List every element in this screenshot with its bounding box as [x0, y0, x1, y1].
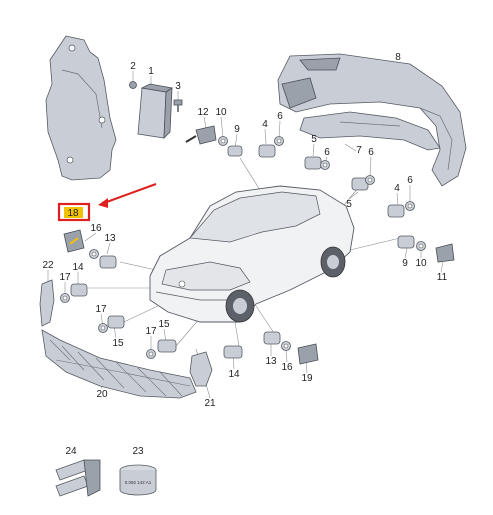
callout-18: 18: [67, 208, 79, 219]
part-bracket-19: [297, 343, 319, 365]
callout: 5: [311, 134, 317, 145]
part-screw-3: [173, 99, 183, 112]
part-highlighted-18: [63, 229, 85, 253]
part-ring-17a: [60, 293, 70, 303]
part-sensor-4b: [387, 204, 405, 218]
part-ring-6a: [274, 136, 284, 146]
part-sensor-15a: [107, 315, 125, 329]
callout: 4: [394, 183, 400, 194]
part-trim-21: [189, 351, 213, 387]
callout: 21: [204, 398, 216, 409]
part-bracket-11: [435, 243, 455, 263]
part-diffuser-7: [299, 111, 441, 151]
callout: 6: [324, 147, 330, 158]
callout: 15: [112, 338, 124, 349]
part-ring-6c: [365, 175, 375, 185]
callout: 10: [215, 107, 227, 118]
part-bracket-22: [45, 35, 117, 181]
callout: 2: [130, 61, 136, 72]
callout: 16: [90, 223, 102, 234]
callout: 15: [158, 319, 170, 330]
part-rear-bumper-8: [277, 53, 467, 187]
part-ring-17b: [98, 323, 108, 333]
callout: 19: [301, 373, 313, 384]
part-grille-20: [41, 329, 197, 399]
callout: 13: [265, 356, 277, 367]
callout: 9: [402, 258, 408, 269]
callout: 8: [395, 52, 401, 63]
part-ring-17c: [146, 349, 156, 359]
part-sensor-14a: [70, 283, 88, 297]
callout: 6: [277, 111, 283, 122]
highlight-box-18: [57, 202, 91, 222]
callout: 9: [234, 124, 240, 135]
callout: 17: [95, 304, 107, 315]
part-sensor-14b: [223, 345, 243, 359]
part-control-unit-1: [137, 83, 174, 140]
part-screw-2: [129, 81, 137, 89]
callout: 10: [415, 258, 427, 269]
callout: 16: [281, 362, 293, 373]
callout: 22: [42, 260, 54, 271]
part-sensor-9a: [227, 145, 243, 157]
part-sensor-15b: [157, 339, 177, 353]
callout: 3: [175, 81, 181, 92]
callout: 17: [145, 326, 157, 337]
part-sensor-5a: [258, 144, 276, 158]
part-ring-10b: [416, 241, 426, 251]
part-sensor-holder-12: [185, 125, 217, 145]
part-ring-16a: [89, 249, 99, 259]
arrow-icon: [98, 183, 157, 208]
part-sensor-9b: [397, 235, 415, 249]
tape-label: 0.092 142 A1: [125, 480, 152, 485]
part-sensor-13a: [99, 255, 117, 269]
callout: 13: [104, 233, 116, 244]
part-ring-6b: [320, 160, 330, 170]
vehicle-illustration: [149, 185, 355, 323]
callout: 23: [132, 446, 144, 457]
part-ring-16b: [281, 341, 291, 351]
callout: 5: [346, 199, 352, 210]
callout: 6: [368, 147, 374, 158]
part-tape-roll-23: 0.092 142 A1: [119, 464, 157, 496]
part-ring-10a: [218, 136, 228, 146]
callout: 20: [96, 389, 108, 400]
callout: 14: [228, 369, 240, 380]
callout: 24: [65, 446, 77, 457]
part-ring-6d: [405, 201, 415, 211]
part-sensor-13b: [263, 331, 281, 345]
callout: 4: [262, 119, 268, 130]
part-brackets-24: [55, 459, 101, 497]
callout: 12: [197, 107, 209, 118]
part-sensor-5b: [304, 156, 322, 170]
callout: 11: [437, 272, 448, 283]
callout: 14: [72, 262, 84, 273]
callout: 1: [148, 66, 154, 77]
callout: 17: [59, 272, 71, 283]
callout-labels: 1 2 3 4 4 5 5 6 6 6 6 7 8 9 9 10 10 11 1…: [42, 52, 447, 457]
callout: 6: [407, 175, 413, 186]
part-trim-22: [39, 279, 55, 327]
callout: 7: [356, 145, 362, 156]
